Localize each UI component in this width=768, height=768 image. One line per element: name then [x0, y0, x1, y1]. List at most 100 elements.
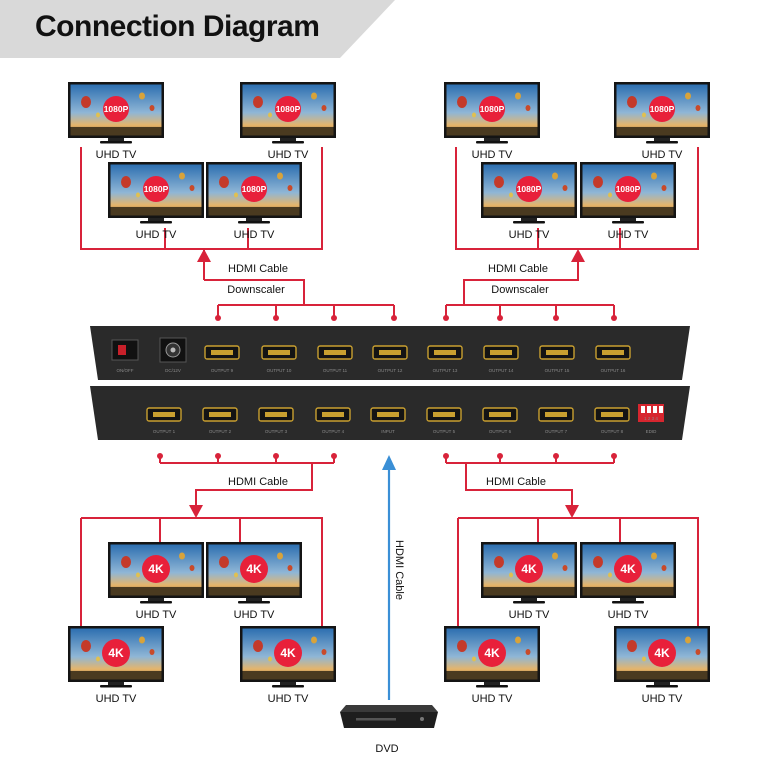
tv-label: UHD TV: [136, 609, 177, 621]
resolution-badge-text: 4K: [620, 562, 636, 576]
port-label: OUTPUT 3: [265, 429, 288, 434]
dvd-tray: [356, 718, 396, 721]
wire-dot: [331, 315, 337, 321]
wire-dot: [391, 315, 397, 321]
dc-jack-pin: [170, 347, 176, 353]
port-label: OUTPUT 16: [601, 368, 626, 373]
page-title: Connection Diagram: [35, 10, 320, 43]
title-banner: [0, 0, 395, 58]
resolution-badge-text: 1080P: [144, 184, 169, 194]
dvd-player: DVD: [340, 705, 438, 755]
port-pin: [153, 412, 175, 417]
resolution-badge-text: 4K: [521, 562, 537, 576]
wire-dot: [443, 315, 449, 321]
tv-label: UHD TV: [136, 229, 177, 241]
port-pin: [265, 412, 287, 417]
wire-bottom-left-route: [195, 463, 313, 505]
arrow-up-icon: [571, 249, 585, 262]
resolution-badge-text: 1080P: [616, 184, 641, 194]
tv-label: UHD TV: [509, 609, 550, 621]
port-label: OUTPUT 5: [433, 429, 456, 434]
resolution-badge-text: 4K: [484, 646, 500, 660]
resolution-badge: [479, 96, 505, 122]
resolution-badge: [240, 555, 268, 583]
resolution-badge-text: 4K: [108, 646, 124, 660]
tv-label: UHD TV: [608, 609, 649, 621]
tv-label: UHD TV: [509, 229, 550, 241]
port-pin: [377, 412, 399, 417]
resolution-badge: [102, 639, 130, 667]
uhd-tv: 1080P UHD TV: [206, 162, 302, 241]
resolution-badge: [649, 96, 675, 122]
resolution-badge: [614, 555, 642, 583]
cable-label-bottom-right: HDMI Cable: [486, 476, 546, 488]
wire-top-right-frame: [455, 147, 699, 250]
port-label: OUTPUT 6: [489, 429, 512, 434]
wire-top-right-route: [463, 262, 579, 305]
resolution-badge-text: 1080P: [104, 104, 129, 114]
cable-label-top-right: HDMI Cable: [488, 263, 548, 275]
downscaler-label-right: Downscaler: [491, 284, 549, 296]
wire-dot: [273, 315, 279, 321]
resolution-badge-text: 1080P: [242, 184, 267, 194]
port-pin: [209, 412, 231, 417]
tv-label: UHD TV: [234, 229, 275, 241]
dip-key: [641, 406, 645, 413]
resolution-badge: [516, 176, 542, 202]
port-label: OUTPUT 1: [153, 429, 176, 434]
tv-label: UHD TV: [96, 149, 137, 161]
resolution-badge: [478, 639, 506, 667]
port-label: OUTPUT 2: [209, 429, 232, 434]
downscaler-label-left: Downscaler: [227, 284, 285, 296]
dip-key: [647, 406, 651, 413]
port-label: OUTPUT 8: [601, 429, 624, 434]
tv-label: UHD TV: [608, 229, 649, 241]
switch-rocker: [118, 345, 126, 355]
resolution-badge: [515, 555, 543, 583]
wire-bottom-right-route: [465, 463, 573, 505]
uhd-tv: 4K UHD TV: [481, 542, 577, 621]
resolution-badge: [142, 555, 170, 583]
uhd-tv: 1080P UHD TV: [108, 162, 204, 241]
tv-layer: 1080P UHD TV 1080P UHD TV 1080P UHD TV 1080P UH…: [68, 82, 710, 705]
dc-label: DC/12V: [165, 368, 181, 373]
wire-dot: [553, 315, 559, 321]
arrow-up-icon: [197, 249, 211, 262]
resolution-badge-text: 1080P: [276, 104, 301, 114]
resolution-badge: [143, 176, 169, 202]
wire-top-left-frame: [80, 147, 323, 250]
cable-label-bottom-left: HDMI Cable: [228, 476, 288, 488]
resolution-badge-text: 4K: [280, 646, 296, 660]
dvd-label: DVD: [375, 743, 398, 755]
dvd-button: [420, 717, 424, 721]
port-label: OUTPUT 11: [323, 368, 348, 373]
arrow-down-icon: [565, 505, 579, 518]
port-pin: [490, 350, 512, 355]
resolution-badge: [648, 639, 676, 667]
resolution-badge-text: 4K: [654, 646, 670, 660]
port-pin: [268, 350, 290, 355]
port-label: OUTPUT 9: [211, 368, 234, 373]
tv-label: UHD TV: [234, 609, 275, 621]
port-pin: [601, 412, 623, 417]
port-pin: [489, 412, 511, 417]
wire-dot: [611, 315, 617, 321]
switch-label: ON/OFF: [117, 368, 134, 373]
uhd-tv: 4K UHD TV: [206, 542, 302, 621]
resolution-badge: [241, 176, 267, 202]
wires-layer: [80, 147, 699, 700]
port-pin: [434, 350, 456, 355]
port-label: OUTPUT 13: [433, 368, 458, 373]
port-pin: [211, 350, 233, 355]
cable-label-top-left: HDMI Cable: [228, 263, 288, 275]
resolution-badge-text: 4K: [246, 562, 262, 576]
tv-label: UHD TV: [472, 149, 513, 161]
